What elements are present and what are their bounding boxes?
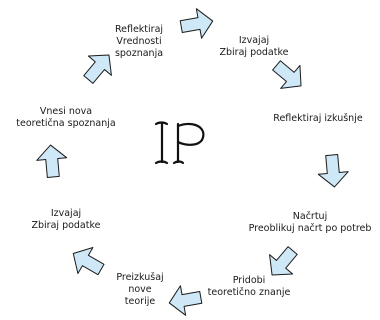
step-label-vnesi: Vnesi nova teoretična spoznanja: [16, 106, 116, 129]
cycle-arrow: [316, 153, 350, 189]
step-label-izvajaj-left: Izvajaj Zbiraj podatke: [31, 208, 101, 231]
center-ip-logo: IP: [154, 121, 205, 165]
cycle-arrow: [266, 53, 312, 98]
step-label-reflektiraj-vrednosti: Reflektiraj Vrednosti spoznanja: [114, 24, 164, 59]
step-label-izvajaj-top: Izvajaj Zbiraj podatke: [219, 35, 289, 58]
step-label-pridobi: Pridobi teoretično znanje: [207, 275, 291, 298]
cycle-arrow: [65, 240, 109, 283]
step-label-nacrtuj: Načrtuj Preoblikuj načrt po potreb: [248, 211, 372, 234]
cycle-arrow: [35, 143, 69, 179]
step-label-reflektiraj-izkusnje: Reflektiraj izkušnje: [273, 113, 363, 124]
step-label-preizkusaj: Preizkušaj nove teorije: [116, 272, 164, 307]
